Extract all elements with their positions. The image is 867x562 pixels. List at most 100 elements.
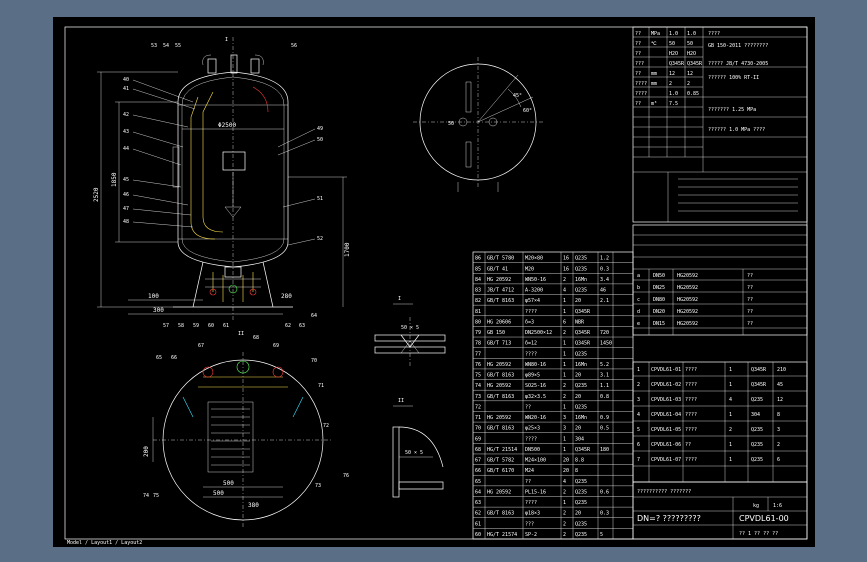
- dim-text-diameter: Φ2500: [218, 122, 236, 129]
- leg-right: [262, 261, 274, 308]
- parts-cell: 80: [475, 319, 481, 325]
- svg-text:50: 50: [448, 121, 454, 127]
- title-block[interactable]: ?????????? ??????? DN=? ????????? CPVDL6…: [632, 481, 808, 540]
- parts-cell: Q235: [575, 532, 587, 538]
- parts-cell: Q345R: [575, 341, 591, 347]
- parts-cell: 8.8: [575, 458, 584, 464]
- parts-cell: 1: [563, 341, 566, 347]
- parts-cell: HG/T 21574: [487, 532, 517, 538]
- parts-cell: 64: [475, 489, 481, 495]
- parts-cell: 75: [475, 373, 481, 379]
- svg-text:52: 52: [317, 236, 323, 242]
- assembly-cell: 5: [637, 427, 640, 433]
- top-view: 45° 60° 50: [413, 57, 543, 192]
- cad-drawing-canvas[interactable]: 2520 1850 1700 Φ2500 100 300 280: [53, 17, 815, 547]
- parts-cell: Q235: [575, 479, 587, 485]
- svg-text:500: 500: [213, 490, 224, 497]
- parts-cell: HG 20592: [487, 489, 511, 495]
- parts-cell: ????: [525, 436, 537, 442]
- svg-text:75: 75: [153, 493, 159, 499]
- vessel-shell: [177, 71, 289, 268]
- nozzle-cell: HG20592: [677, 297, 698, 303]
- parts-cell: GB/T 41: [487, 266, 508, 272]
- parts-cell: 1: [563, 404, 566, 410]
- parts-cell: 79: [475, 330, 481, 336]
- parts-cell: WN20-16: [525, 415, 546, 421]
- dim-text-right: 1700: [344, 242, 351, 257]
- svg-text:60: 60: [208, 323, 214, 329]
- parts-cell: 180: [600, 447, 609, 453]
- design-data-cell: 2: [687, 81, 690, 87]
- parts-cell: 0.3: [600, 511, 609, 517]
- svg-text:45°: 45°: [513, 93, 522, 99]
- nozzle-cell: HG20592: [677, 309, 698, 315]
- parts-cell: 20: [575, 394, 581, 400]
- scale-label: 1:6: [773, 503, 782, 509]
- assembly-cell: CPVDL61-05: [651, 427, 681, 433]
- parts-cell: GB/T 8163: [487, 394, 514, 400]
- assembly-cell: 7: [637, 457, 640, 463]
- parts-cell: Q235: [575, 383, 587, 389]
- parts-cell: 46: [600, 288, 606, 294]
- assembly-cell: 3: [777, 427, 780, 433]
- svg-text:60°: 60°: [523, 108, 532, 114]
- svg-text:73: 73: [315, 483, 321, 489]
- svg-text:?????? 1.0 MPa ????: ?????? 1.0 MPa ????: [708, 127, 765, 133]
- assembly-cell: CPVDL61-07: [651, 457, 681, 463]
- assembly-cell: Q235: [751, 397, 763, 403]
- parts-cell: Q345R: [575, 330, 591, 336]
- svg-text:74: 74: [143, 493, 149, 499]
- parts-cell: PL15-16: [525, 489, 546, 495]
- sheet-info: ?? 1 ?? ?? ??: [739, 531, 778, 537]
- parts-cell: 66: [475, 468, 481, 474]
- parts-cell: 3.4: [600, 277, 609, 283]
- svg-text:50 × 5: 50 × 5: [401, 325, 419, 331]
- parts-cell: Q235: [575, 256, 587, 262]
- design-data-cell: m³: [651, 101, 657, 107]
- parts-cell: 20: [575, 511, 581, 517]
- parts-cell: 3: [563, 426, 566, 432]
- nozzle-cell: ??: [747, 309, 753, 315]
- svg-text:48: 48: [123, 219, 129, 225]
- assembly-cell: 4: [637, 412, 640, 418]
- nozzle-cell: c: [637, 297, 640, 303]
- assembly-cell: ????: [685, 397, 697, 403]
- parts-cell: 16Mn: [575, 362, 587, 368]
- drawing-sheet[interactable]: 2520 1850 1700 Φ2500 100 300 280: [53, 17, 815, 547]
- parts-cell: φ25×3: [525, 426, 540, 432]
- svg-text:46: 46: [123, 192, 129, 198]
- parts-cell: 8: [575, 468, 578, 474]
- svg-text:72: 72: [323, 423, 329, 429]
- assembly-cell: 1: [729, 382, 732, 388]
- parts-cell: GB/T 8163: [487, 373, 514, 379]
- svg-text:I: I: [398, 296, 401, 302]
- parts-cell: Q235: [575, 404, 587, 410]
- parts-cell: 20: [563, 458, 569, 464]
- parts-cell: M20×80: [525, 256, 543, 262]
- design-data-cell: mm: [651, 71, 657, 77]
- parts-cell: φ32×3.5: [525, 394, 546, 400]
- assembly-cell: CPVDL61-02: [651, 382, 681, 388]
- svg-text:64: 64: [311, 313, 317, 319]
- parts-cell: M24: [525, 468, 534, 474]
- svg-text:42: 42: [123, 112, 129, 118]
- parts-cell: 2: [563, 489, 566, 495]
- parts-cell: GB/T 713: [487, 341, 511, 347]
- design-data-cell: 50: [669, 41, 675, 47]
- assembly-cell: 8: [777, 412, 780, 418]
- parts-cell: Q235: [575, 351, 587, 357]
- svg-text:70: 70: [311, 358, 317, 364]
- nozzle-cell: HG20592: [677, 273, 698, 279]
- parts-cell: Q345R: [575, 309, 591, 315]
- svg-text:II: II: [238, 331, 244, 337]
- assembly-cell: 12: [777, 397, 783, 403]
- design-data-cell: MPa: [651, 31, 660, 37]
- nozzle-cell: DN15: [653, 321, 665, 327]
- svg-text:45: 45: [123, 177, 129, 183]
- parts-cell: Q235: [575, 521, 587, 527]
- parts-cell: GB/T 8163: [487, 511, 514, 517]
- svg-text:43: 43: [123, 129, 129, 135]
- parts-cell: ????: [525, 500, 537, 506]
- nozzle-cell: d: [637, 309, 640, 315]
